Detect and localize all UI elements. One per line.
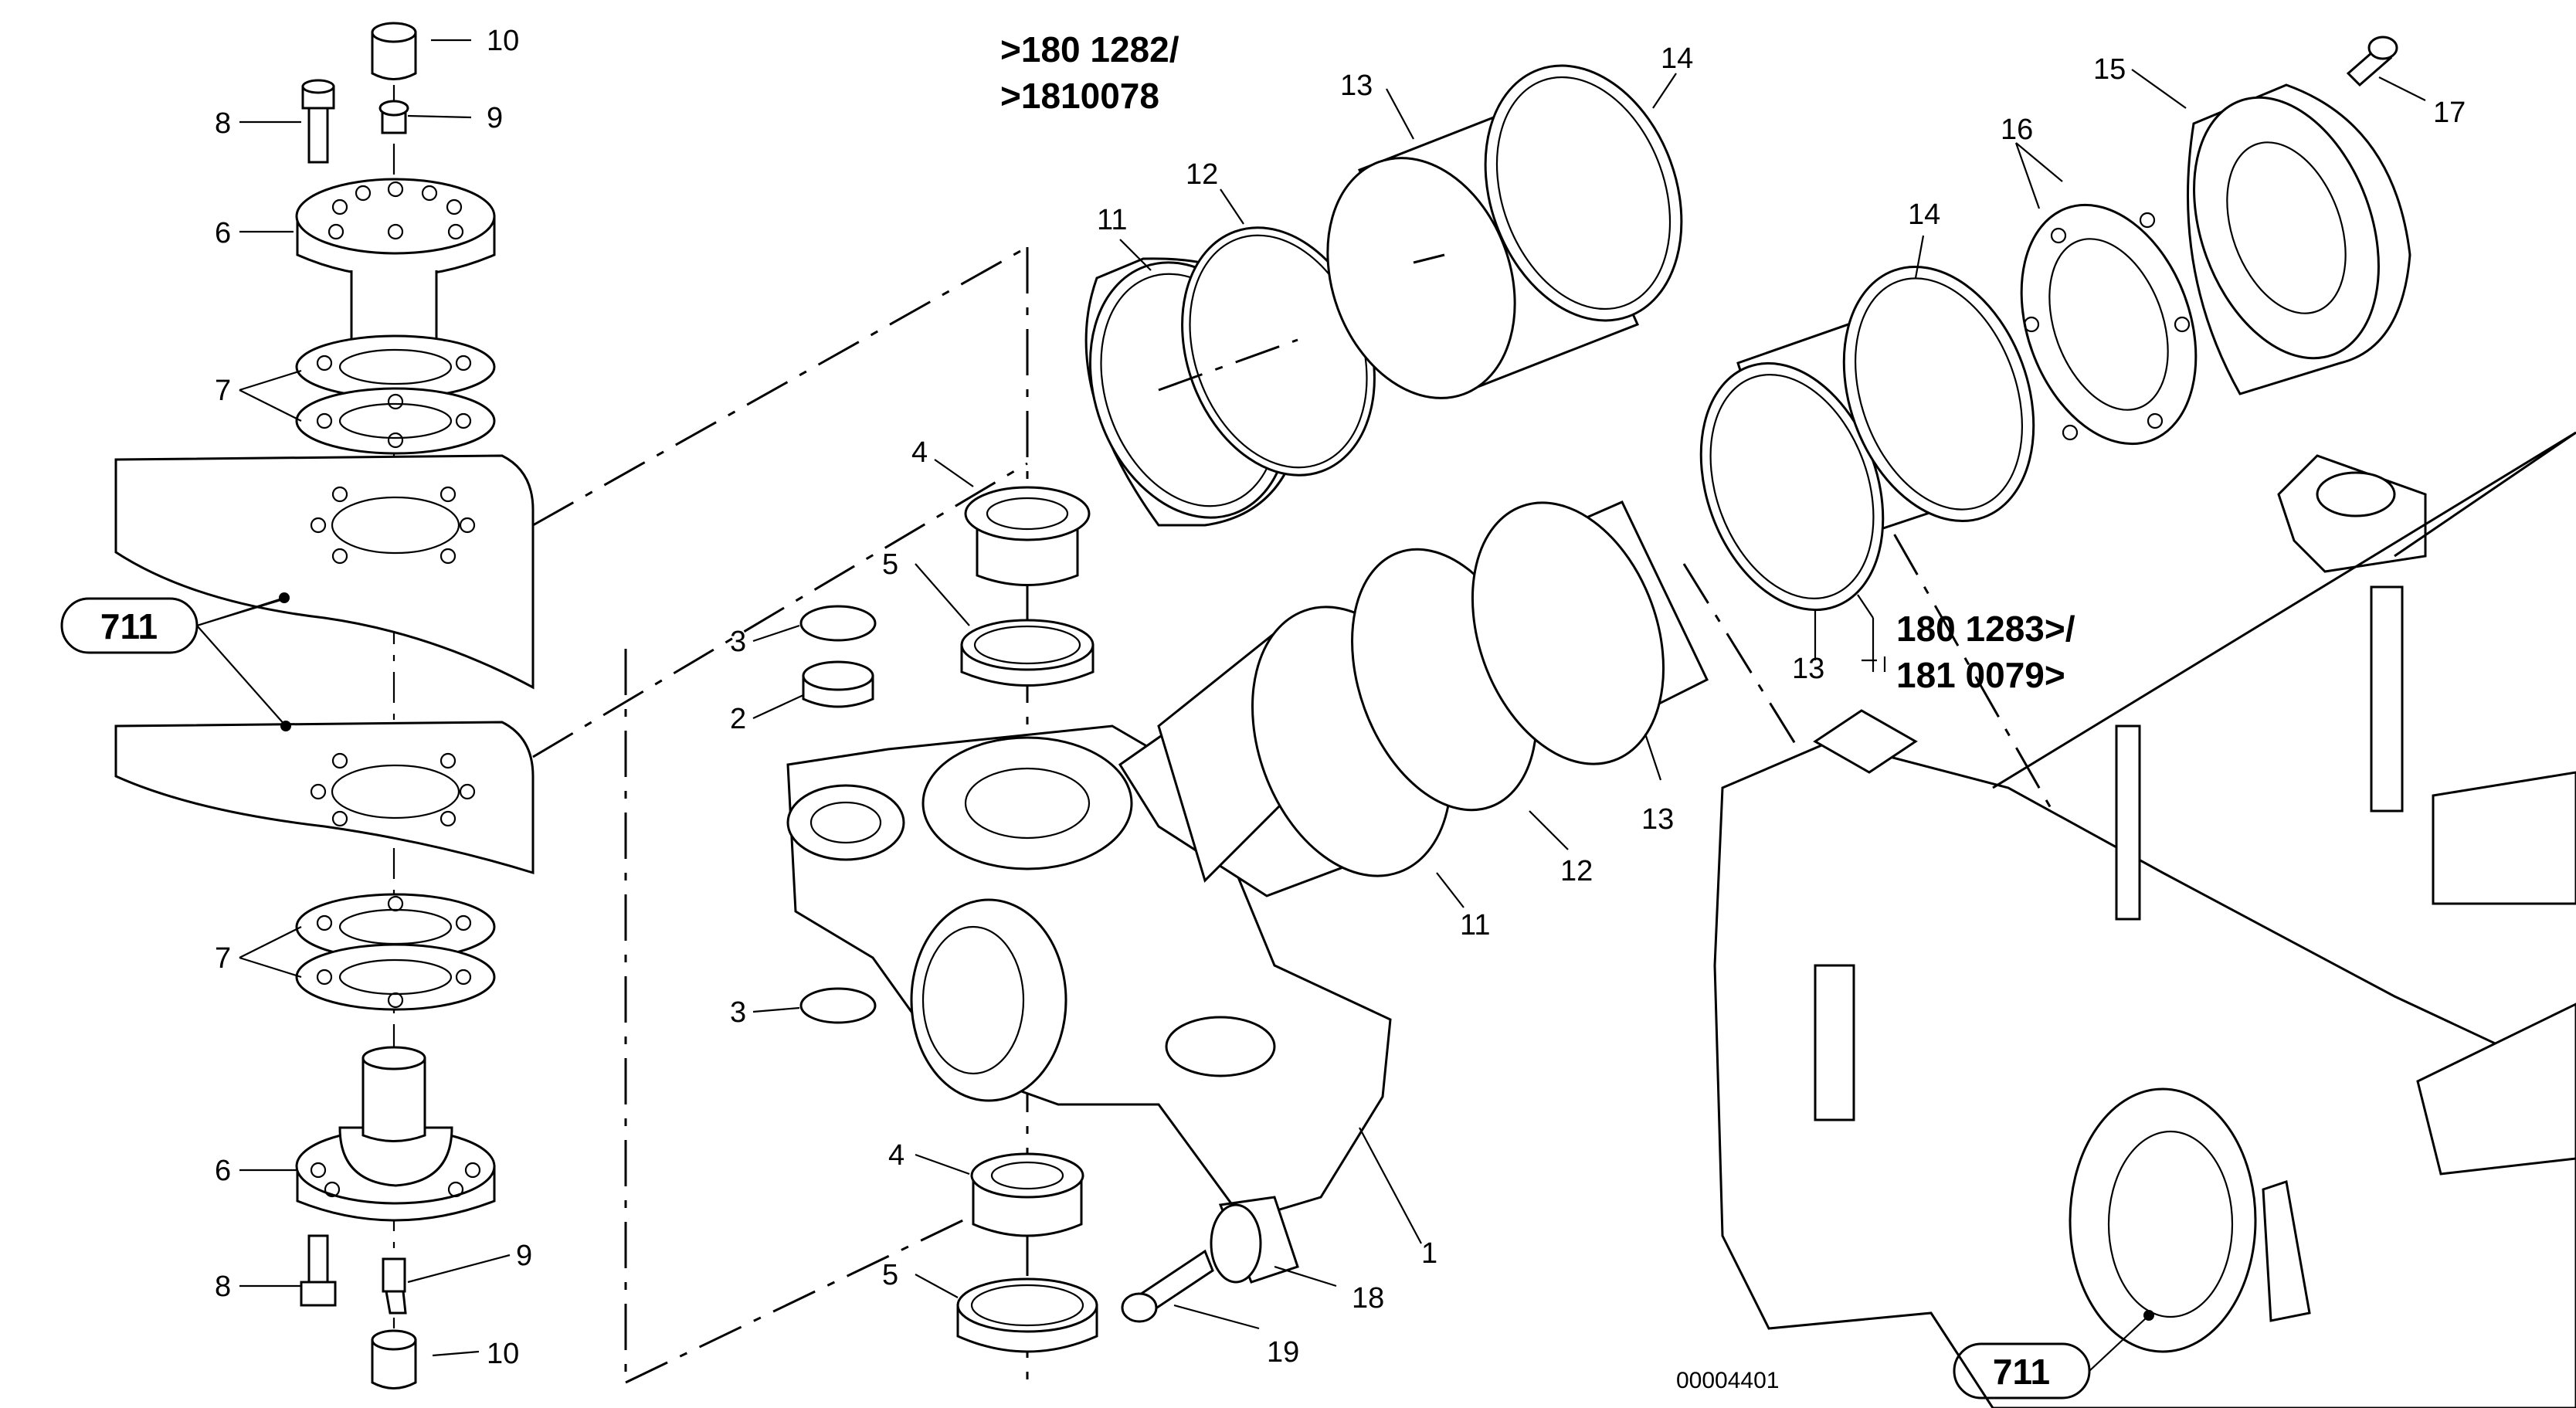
callout-10-top: 10 xyxy=(487,25,519,57)
callout-2: 2 xyxy=(730,703,746,735)
seal-part-5-top xyxy=(960,619,1095,687)
serial-range-1-line-1: >180 1282/ xyxy=(1000,29,1179,70)
gasket-part-16 xyxy=(2020,203,2198,446)
bolt-part-19 xyxy=(1121,1249,1214,1323)
callout-6-bottom: 6 xyxy=(215,1155,231,1187)
callout-16: 16 xyxy=(2001,114,2033,146)
serial-range-1-line-2: >1810078 xyxy=(1000,76,1159,116)
flange-part-6-bottom xyxy=(295,1046,496,1222)
frame-arm-top-711 xyxy=(114,454,535,690)
bolt-part-17 xyxy=(2346,36,2398,87)
callout-14-upper: 14 xyxy=(1661,42,1693,75)
callout-6-top: 6 xyxy=(215,217,231,249)
callout-5-bottom: 5 xyxy=(882,1259,898,1291)
serial-range-2-line-1: 180 1283>/ xyxy=(1896,609,2075,649)
callout-11-upper: 11 xyxy=(1097,204,1127,236)
bushing-part-4-bottom xyxy=(970,1152,1084,1237)
callout-9-bottom: 9 xyxy=(516,1240,532,1272)
callout-13-right: 13 xyxy=(1792,653,1824,685)
right-rings xyxy=(1699,36,2411,612)
callout-13-upper: 13 xyxy=(1340,70,1373,102)
callout-17: 17 xyxy=(2433,97,2466,129)
callout-12-lower: 12 xyxy=(1560,855,1593,887)
serial-range-2-line-2: 181 0079> xyxy=(1896,655,2065,695)
callout-5-top: 5 xyxy=(882,548,898,581)
callout-labels: 10 9 8 6 7 7 6 8 9 10 3 2 3 4 5 4 5 1 18… xyxy=(215,25,2466,1370)
callout-3-bottom: 3 xyxy=(730,996,746,1029)
callout-7-top: 7 xyxy=(215,375,231,407)
bushing-part-4-top xyxy=(964,486,1091,586)
bushing-part-2 xyxy=(802,660,874,708)
stop-part-18 xyxy=(1210,1196,1299,1284)
grease-nipple-part-9-bottom xyxy=(382,1257,407,1315)
callout-9-top: 9 xyxy=(487,102,503,134)
bolt-part-8-bottom xyxy=(300,1234,337,1307)
seal-part-5-bottom xyxy=(956,1277,1098,1353)
frame-711-right xyxy=(1713,431,2576,1408)
circlip-part-3-bottom xyxy=(799,987,877,1024)
callout-19: 19 xyxy=(1267,1336,1299,1369)
callout-13-lower: 13 xyxy=(1641,803,1674,836)
middle-rings xyxy=(1251,500,1709,877)
upper-rings xyxy=(1084,64,1683,527)
frame-arm-bottom-711 xyxy=(114,721,535,875)
drawing-number: 00004401 xyxy=(1676,1368,1779,1393)
serial-range-notes: >180 1282/ >1810078 180 1283>/ 181 0079> xyxy=(1000,29,2075,695)
cover-part-15 xyxy=(2187,83,2411,395)
cap-part-10-bottom xyxy=(371,1329,417,1389)
callout-8-bottom: 8 xyxy=(215,1271,231,1303)
ref-label-711-right: 711 xyxy=(1993,1352,2050,1392)
left-pin-assembly xyxy=(114,22,535,1389)
callout-7-bottom: 7 xyxy=(215,942,231,975)
callout-3-top: 3 xyxy=(730,626,746,658)
shims-part-7-top xyxy=(295,334,496,455)
flange-part-6-top xyxy=(295,178,496,363)
callout-11-lower: 11 xyxy=(1460,909,1490,941)
ring-part-12-upper xyxy=(1181,226,1376,477)
bolt-part-8-top xyxy=(301,79,335,164)
grease-nipple-part-9-top xyxy=(378,100,409,134)
ref-label-711-left: 711 xyxy=(100,606,158,646)
cap-part-10-top xyxy=(371,22,417,80)
sleeve-part-14-upper xyxy=(1484,64,1683,322)
callout-10-bottom: 10 xyxy=(487,1338,519,1370)
shims-part-7-bottom xyxy=(295,893,496,1011)
centre-bushings xyxy=(786,486,1392,1353)
callout-12-upper: 12 xyxy=(1186,158,1218,191)
callout-18: 18 xyxy=(1352,1282,1384,1315)
callout-14-right: 14 xyxy=(1908,198,1940,231)
circlip-part-3-top xyxy=(799,605,877,642)
callout-1: 1 xyxy=(1421,1237,1437,1270)
callout-8-top: 8 xyxy=(215,107,231,140)
sleeve-part-14-right xyxy=(1842,265,2035,523)
reference-711-right: 711 xyxy=(1953,1310,2154,1400)
reference-711-left: 711 xyxy=(60,592,291,731)
callout-4-top: 4 xyxy=(911,436,928,469)
callout-15: 15 xyxy=(2093,53,2126,86)
leader-lines xyxy=(196,39,2426,1357)
callout-4-bottom: 4 xyxy=(888,1139,904,1172)
